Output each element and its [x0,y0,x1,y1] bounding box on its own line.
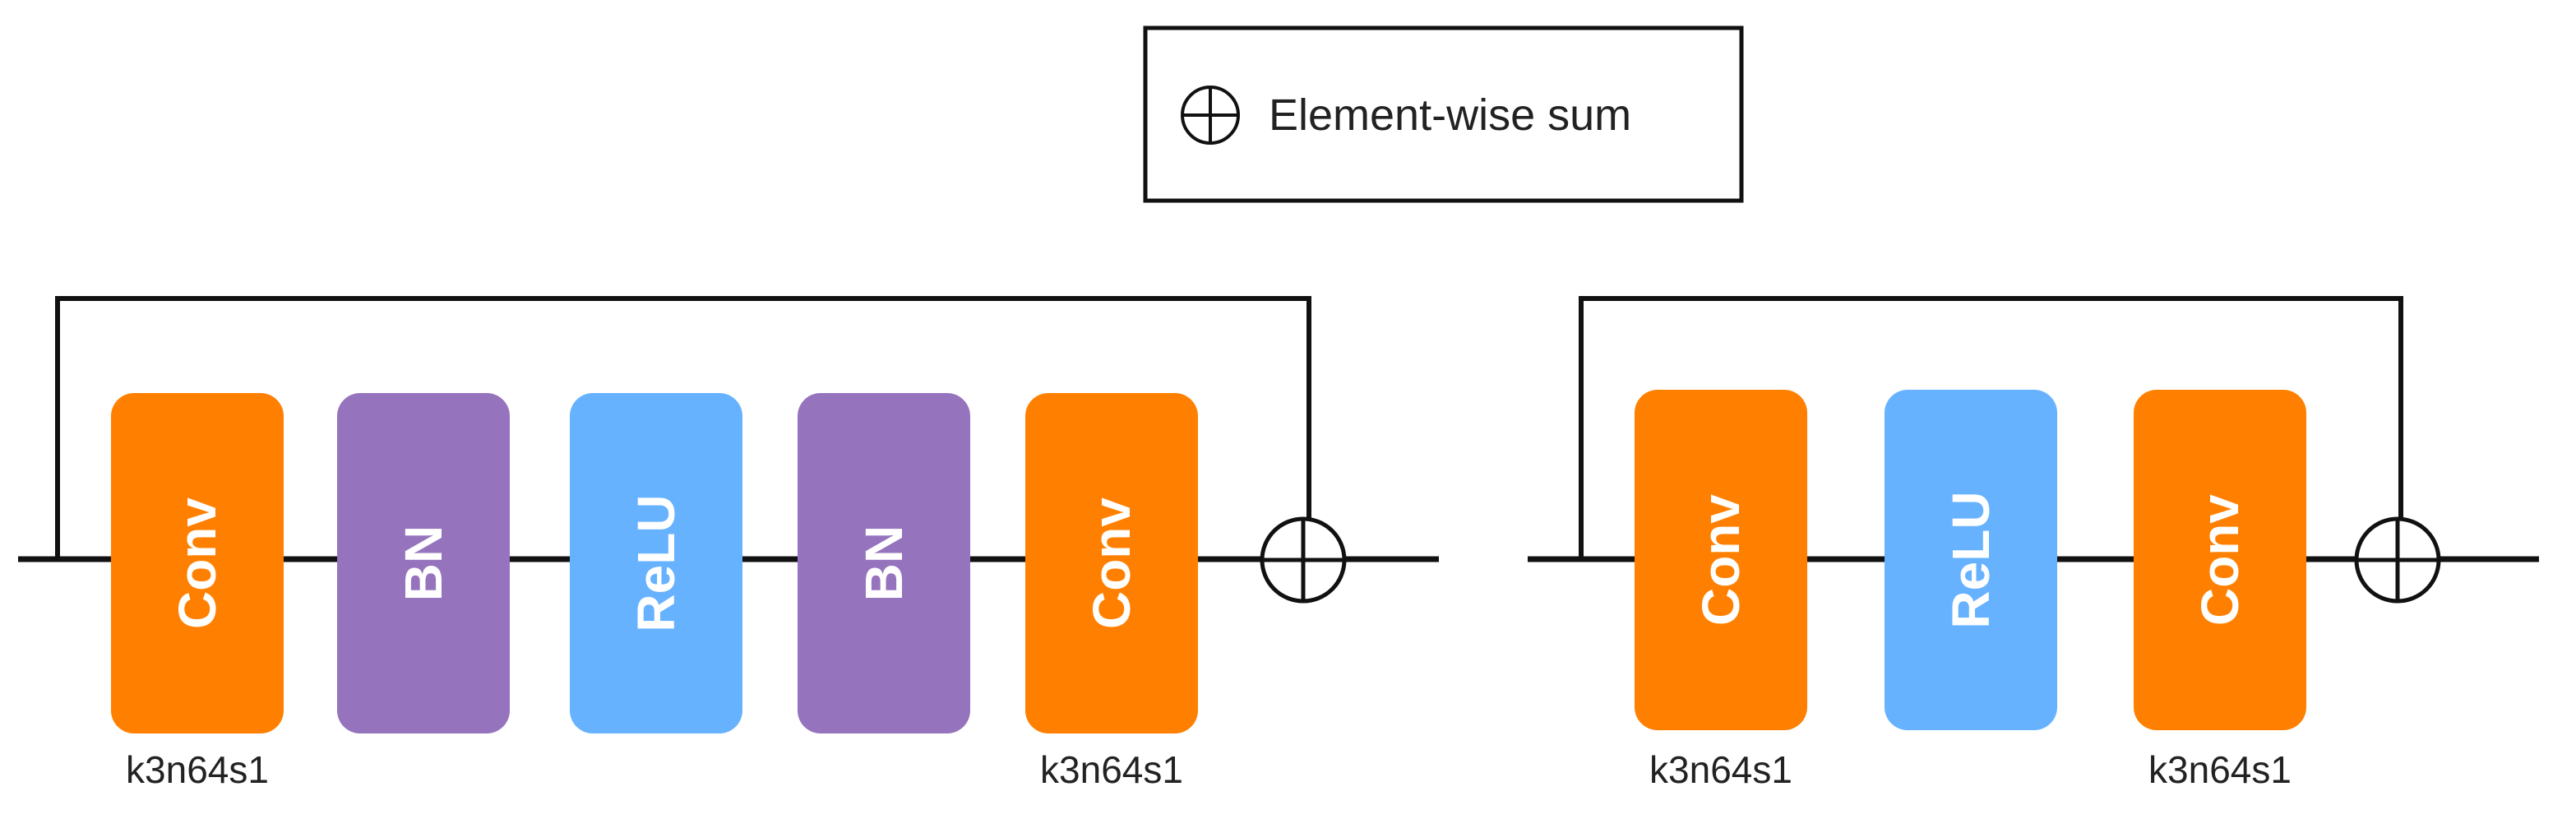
elementwise-sum-icon [2354,516,2441,604]
right-residual-block: Conv k3n64s1 ReLU Conv k3n64s1 [1528,296,2539,791]
layer-caption: k3n64s1 [2148,748,2292,791]
layer-box [570,393,742,733]
layer-bn: BN [798,393,970,733]
elementwise-sum-icon [1260,516,1347,604]
layer-box [337,393,510,733]
layer-label: ReLU [627,494,686,632]
layer-conv: Conv k3n64s1 [2134,390,2306,791]
layer-box [798,393,970,733]
layer-caption: k3n64s1 [1040,748,1183,791]
layer-box [1885,390,2057,730]
layer-conv: Conv k3n64s1 [1635,390,1807,791]
layer-label: ReLU [1941,491,2000,628]
layer-caption: k3n64s1 [126,748,269,791]
layer-label: Conv [1691,494,1750,626]
layer-label: BN [394,525,453,601]
layer-label: Conv [168,497,227,629]
layer-box [2134,390,2306,730]
legend-label: Element-wise sum [1269,90,1631,140]
skip-connection [1579,296,2403,559]
layer-box [1635,390,1807,730]
circle-plus-icon [1181,86,1240,145]
left-residual-block: Conv k3n64s1 BN ReLU BN Conv k3n64s1 [18,296,1439,791]
layer-relu: ReLU [1885,390,2057,730]
layer-label: BN [854,525,913,601]
layer-label: Conv [1082,497,1141,629]
layer-conv: Conv k3n64s1 [1025,393,1198,791]
layer-box [111,393,284,733]
legend: Element-wise sum [1143,25,1744,203]
layer-caption: k3n64s1 [1649,748,1792,791]
layer-box [1025,393,1198,733]
skip-connection [55,296,1311,559]
legend-box [1143,25,1744,203]
layer-bn: BN [337,393,510,733]
layer-conv: Conv k3n64s1 [111,393,284,791]
layer-label: Conv [2190,494,2250,626]
layer-relu: ReLU [570,393,742,733]
